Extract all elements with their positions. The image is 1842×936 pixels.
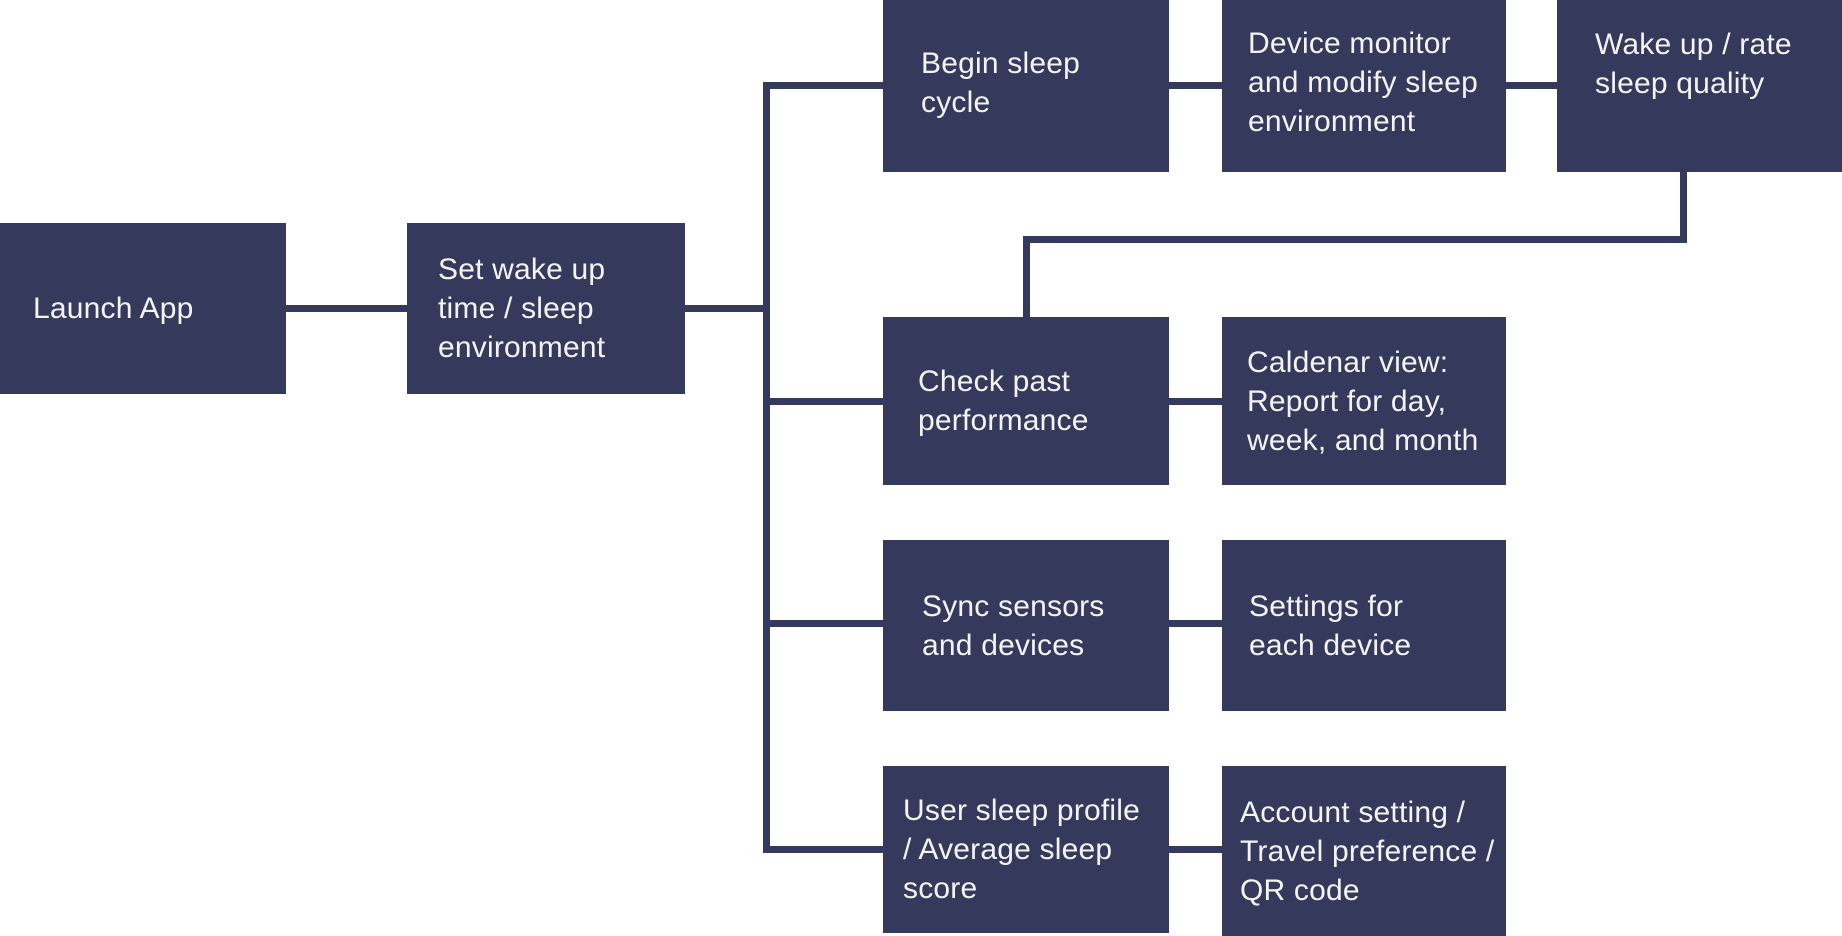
node-user-sleep-profile: User sleep profile / Average sleep score xyxy=(883,766,1169,933)
node-device-monitor-label: Device monitor and modify sleep environm… xyxy=(1248,27,1479,138)
connector-wakeup-loop-drop xyxy=(1680,172,1687,243)
connector-syncsensors-to-settings xyxy=(1169,620,1222,627)
connector-trunk-to-beginsleep xyxy=(763,82,883,89)
connector-beginsleep-to-devicemonitor xyxy=(1169,82,1222,89)
node-user-sleep-profile-label: User sleep profile / Average sleep score xyxy=(903,794,1141,905)
node-begin-sleep-cycle: Begin sleep cycle xyxy=(883,0,1169,172)
connector-trunk-vertical xyxy=(763,82,770,853)
node-sync-sensors: Sync sensors and devices xyxy=(883,540,1169,711)
connector-setwakeup-to-trunk xyxy=(685,305,770,312)
node-sync-sensors-label: Sync sensors and devices xyxy=(922,589,1105,662)
node-calendar-view-label: Caldenar view: Report for day, week, and… xyxy=(1247,345,1479,457)
node-set-wake-up: Set wake up time / sleep environment xyxy=(407,223,685,394)
connector-trunk-to-checkpast xyxy=(763,398,883,405)
node-account-setting: Account setting / Travel preference / QR… xyxy=(1222,766,1506,936)
node-device-monitor: Device monitor and modify sleep environm… xyxy=(1222,0,1506,172)
connector-trunk-to-syncsensors xyxy=(763,620,883,627)
node-launch-app-label: Launch App xyxy=(33,292,194,325)
connector-checkpast-to-calendar xyxy=(1169,398,1222,405)
node-begin-sleep-cycle-label: Begin sleep cycle xyxy=(921,46,1080,119)
node-check-past-performance-label: Check past performance xyxy=(918,365,1089,437)
connector-userprofile-to-account xyxy=(1169,846,1222,853)
connector-trunk-to-userprofile xyxy=(763,846,883,853)
connector-loop-into-checkpast xyxy=(1023,236,1030,317)
node-device-settings: Settings for each device xyxy=(1222,540,1506,711)
connector-launch-to-setwakeup xyxy=(286,305,407,312)
node-wake-up-rate: Wake up / rate sleep quality xyxy=(1557,0,1842,172)
node-launch-app: Launch App xyxy=(0,223,286,394)
node-account-setting-label: Account setting / Travel preference / QR… xyxy=(1240,795,1495,907)
connector-devicemonitor-to-wakeup xyxy=(1506,82,1557,89)
node-device-settings-label: Settings for each device xyxy=(1249,589,1412,662)
node-wake-up-rate-label: Wake up / rate sleep quality xyxy=(1595,28,1792,100)
node-set-wake-up-label: Set wake up time / sleep environment xyxy=(438,253,606,364)
node-check-past-performance: Check past performance xyxy=(883,317,1169,485)
node-calendar-view: Caldenar view: Report for day, week, and… xyxy=(1222,317,1506,485)
connector-wakeup-loop-horizontal xyxy=(1023,236,1687,243)
